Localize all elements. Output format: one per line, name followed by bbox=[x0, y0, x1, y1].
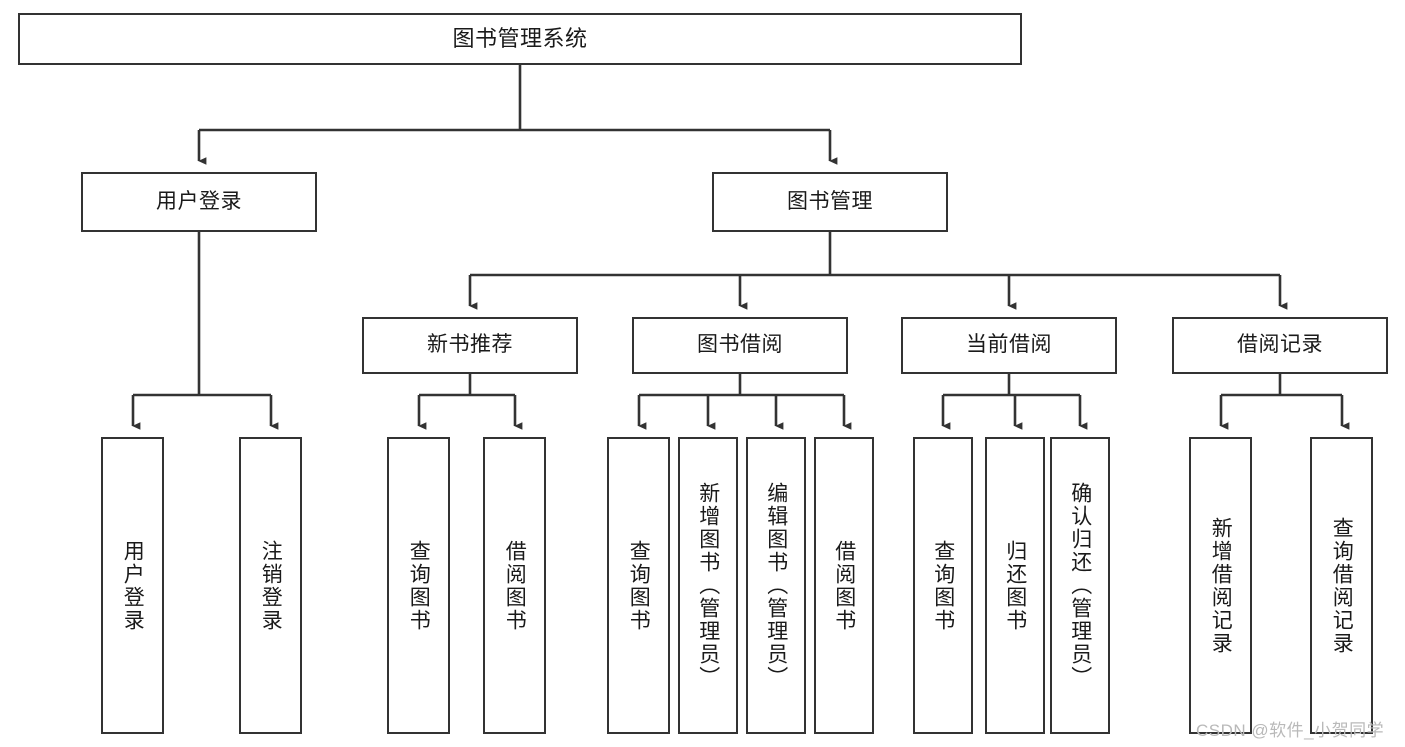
node-leaf-borrow-book[interactable]: 借阅图书 bbox=[814, 437, 874, 734]
node-label-book-manage: 图书管理 bbox=[787, 189, 873, 213]
node-label-root: 图书管理系统 bbox=[452, 26, 588, 52]
node-label-leaf-query-book-cur: 查询图书 bbox=[931, 539, 955, 632]
node-root[interactable]: 图书管理系统 bbox=[18, 13, 1022, 65]
node-label-user-login: 用户登录 bbox=[156, 189, 242, 213]
node-leaf-add-book[interactable]: 新增图书（管理员） bbox=[678, 437, 738, 734]
node-user-login[interactable]: 用户登录 bbox=[81, 172, 317, 232]
node-leaf-logout[interactable]: 注销登录 bbox=[239, 437, 302, 734]
node-label-current-borrow: 当前借阅 bbox=[966, 333, 1052, 357]
node-leaf-query-book[interactable]: 查询图书 bbox=[607, 437, 670, 734]
node-label-leaf-edit-book: 编辑图书（管理员） bbox=[764, 482, 788, 689]
node-label-leaf-return-book: 归还图书 bbox=[1003, 539, 1027, 632]
node-label-leaf-user-login: 用户登录 bbox=[121, 539, 145, 632]
node-new-book-rec[interactable]: 新书推荐 bbox=[362, 317, 578, 374]
node-label-leaf-query-book-rec: 查询图书 bbox=[407, 539, 431, 632]
node-label-new-book-rec: 新书推荐 bbox=[427, 333, 513, 357]
node-leaf-return-book[interactable]: 归还图书 bbox=[985, 437, 1045, 734]
node-label-leaf-borrow-book-rec: 借阅图书 bbox=[503, 539, 527, 632]
node-label-borrow-record: 借阅记录 bbox=[1237, 333, 1323, 357]
node-leaf-query-book-rec[interactable]: 查询图书 bbox=[387, 437, 450, 734]
node-leaf-query-book-cur[interactable]: 查询图书 bbox=[913, 437, 973, 734]
node-borrow-record[interactable]: 借阅记录 bbox=[1172, 317, 1388, 374]
node-leaf-query-record[interactable]: 查询借阅记录 bbox=[1310, 437, 1373, 734]
node-label-leaf-confirm-return: 确认归还（管理员） bbox=[1068, 482, 1092, 689]
node-label-leaf-query-book: 查询图书 bbox=[627, 539, 651, 632]
node-label-leaf-add-record: 新增借阅记录 bbox=[1209, 516, 1233, 655]
node-leaf-edit-book[interactable]: 编辑图书（管理员） bbox=[746, 437, 806, 734]
node-label-book-borrow: 图书借阅 bbox=[697, 333, 783, 357]
node-current-borrow[interactable]: 当前借阅 bbox=[901, 317, 1117, 374]
node-leaf-user-login[interactable]: 用户登录 bbox=[101, 437, 164, 734]
node-leaf-confirm-return[interactable]: 确认归还（管理员） bbox=[1050, 437, 1110, 734]
node-book-manage[interactable]: 图书管理 bbox=[712, 172, 948, 232]
node-leaf-borrow-book-rec[interactable]: 借阅图书 bbox=[483, 437, 546, 734]
node-label-leaf-query-record: 查询借阅记录 bbox=[1330, 516, 1354, 655]
node-label-leaf-borrow-book: 借阅图书 bbox=[832, 539, 856, 632]
node-book-borrow[interactable]: 图书借阅 bbox=[632, 317, 848, 374]
csdn-watermark: CSDN @软件_小贺同学 bbox=[1196, 721, 1385, 740]
node-leaf-add-record[interactable]: 新增借阅记录 bbox=[1189, 437, 1252, 734]
node-label-leaf-add-book: 新增图书（管理员） bbox=[696, 482, 720, 689]
node-label-leaf-logout: 注销登录 bbox=[259, 539, 283, 632]
